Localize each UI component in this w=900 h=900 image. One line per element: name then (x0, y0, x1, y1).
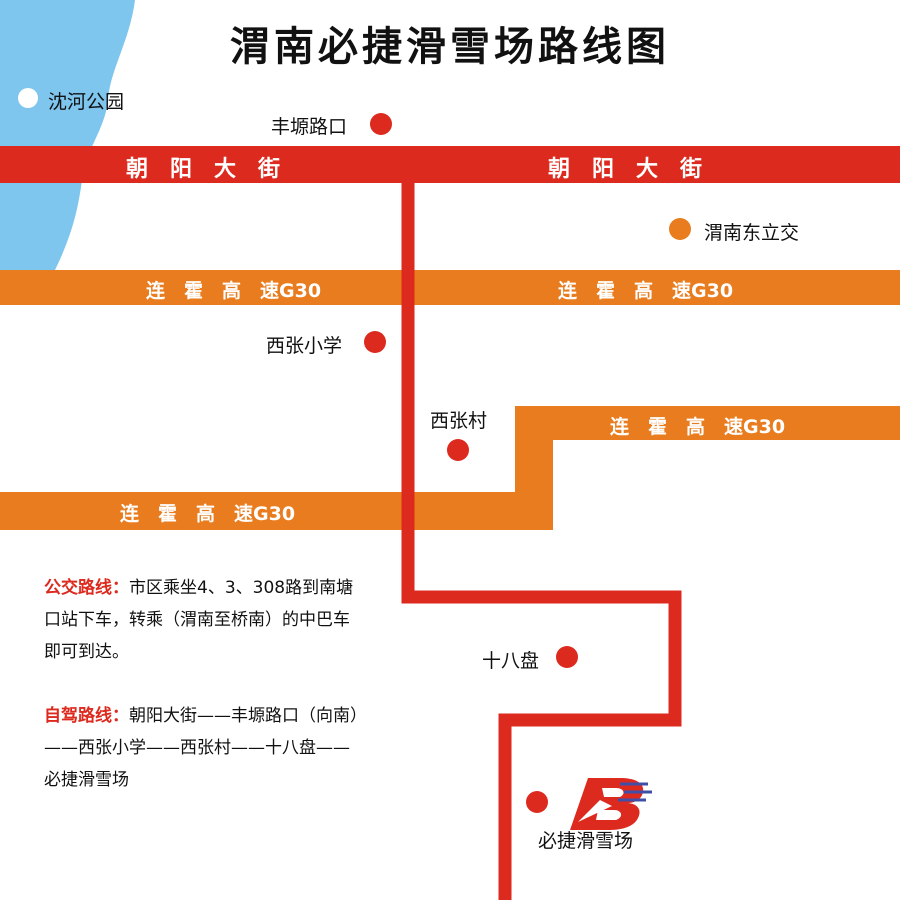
expressway-lower (0, 406, 900, 530)
shibapan-marker (556, 646, 578, 668)
map-title: 渭南必捷滑雪场路线图 (230, 24, 670, 70)
bijie-ski-logo-icon (570, 778, 652, 830)
shenhe-park-label: 沈河公园 (48, 91, 125, 113)
xizhang-village-label: 西张村 (430, 410, 488, 432)
bus-route-title: 公交路线： (44, 578, 129, 598)
river (0, 0, 135, 270)
fengyuan-marker (370, 113, 392, 135)
road-label-lianhuo-right: 连 霍 高 速G30 (610, 416, 786, 438)
expressway-upper (0, 270, 900, 305)
road-label-lianhuo-upper-east: 连 霍 高 速G30 (558, 280, 734, 302)
road-label-lianhuo-left: 连 霍 高 速G30 (120, 503, 296, 525)
xizhang-school-label: 西张小学 (266, 335, 343, 357)
bijie-marker (526, 791, 548, 813)
bijie-label: 必捷滑雪场 (538, 830, 634, 852)
drive-route-text: 朝阳大街——丰塬路口（向南）——西张小学——西张村——十八盘——必捷滑雪场 (44, 706, 359, 790)
drive-route-title: 自驾路线： (44, 706, 129, 726)
road-label-chaoyang-east: 朝 阳 大 街 (548, 157, 703, 182)
bus-route-note: 公交路线：市区乘坐4、3、308路到南塘口站下车，转乘（渭南至桥南）的中巴车即可… (44, 572, 364, 668)
shenhe-park-marker (18, 88, 38, 108)
road-label-lianhuo-upper-west: 连 霍 高 速G30 (146, 280, 322, 302)
fengyuan-label: 丰塬路口 (271, 116, 348, 138)
main-road-chaoyang (0, 146, 900, 183)
weinan-east-marker (669, 218, 691, 240)
road-label-chaoyang-west: 朝 阳 大 街 (126, 157, 281, 182)
shibapan-label: 十八盘 (482, 650, 540, 672)
drive-route-note: 自驾路线：朝阳大街——丰塬路口（向南）——西张小学——西张村——十八盘——必捷滑… (44, 700, 364, 796)
xizhang-village-marker (447, 439, 469, 461)
weinan-east-label: 渭南东立交 (704, 222, 800, 244)
bus-route-text: 市区乘坐4、3、308路到南塘口站下车，转乘（渭南至桥南）的中巴车即可到达。 (44, 578, 354, 662)
xizhang-school-marker (364, 331, 386, 353)
route-line (401, 183, 682, 900)
